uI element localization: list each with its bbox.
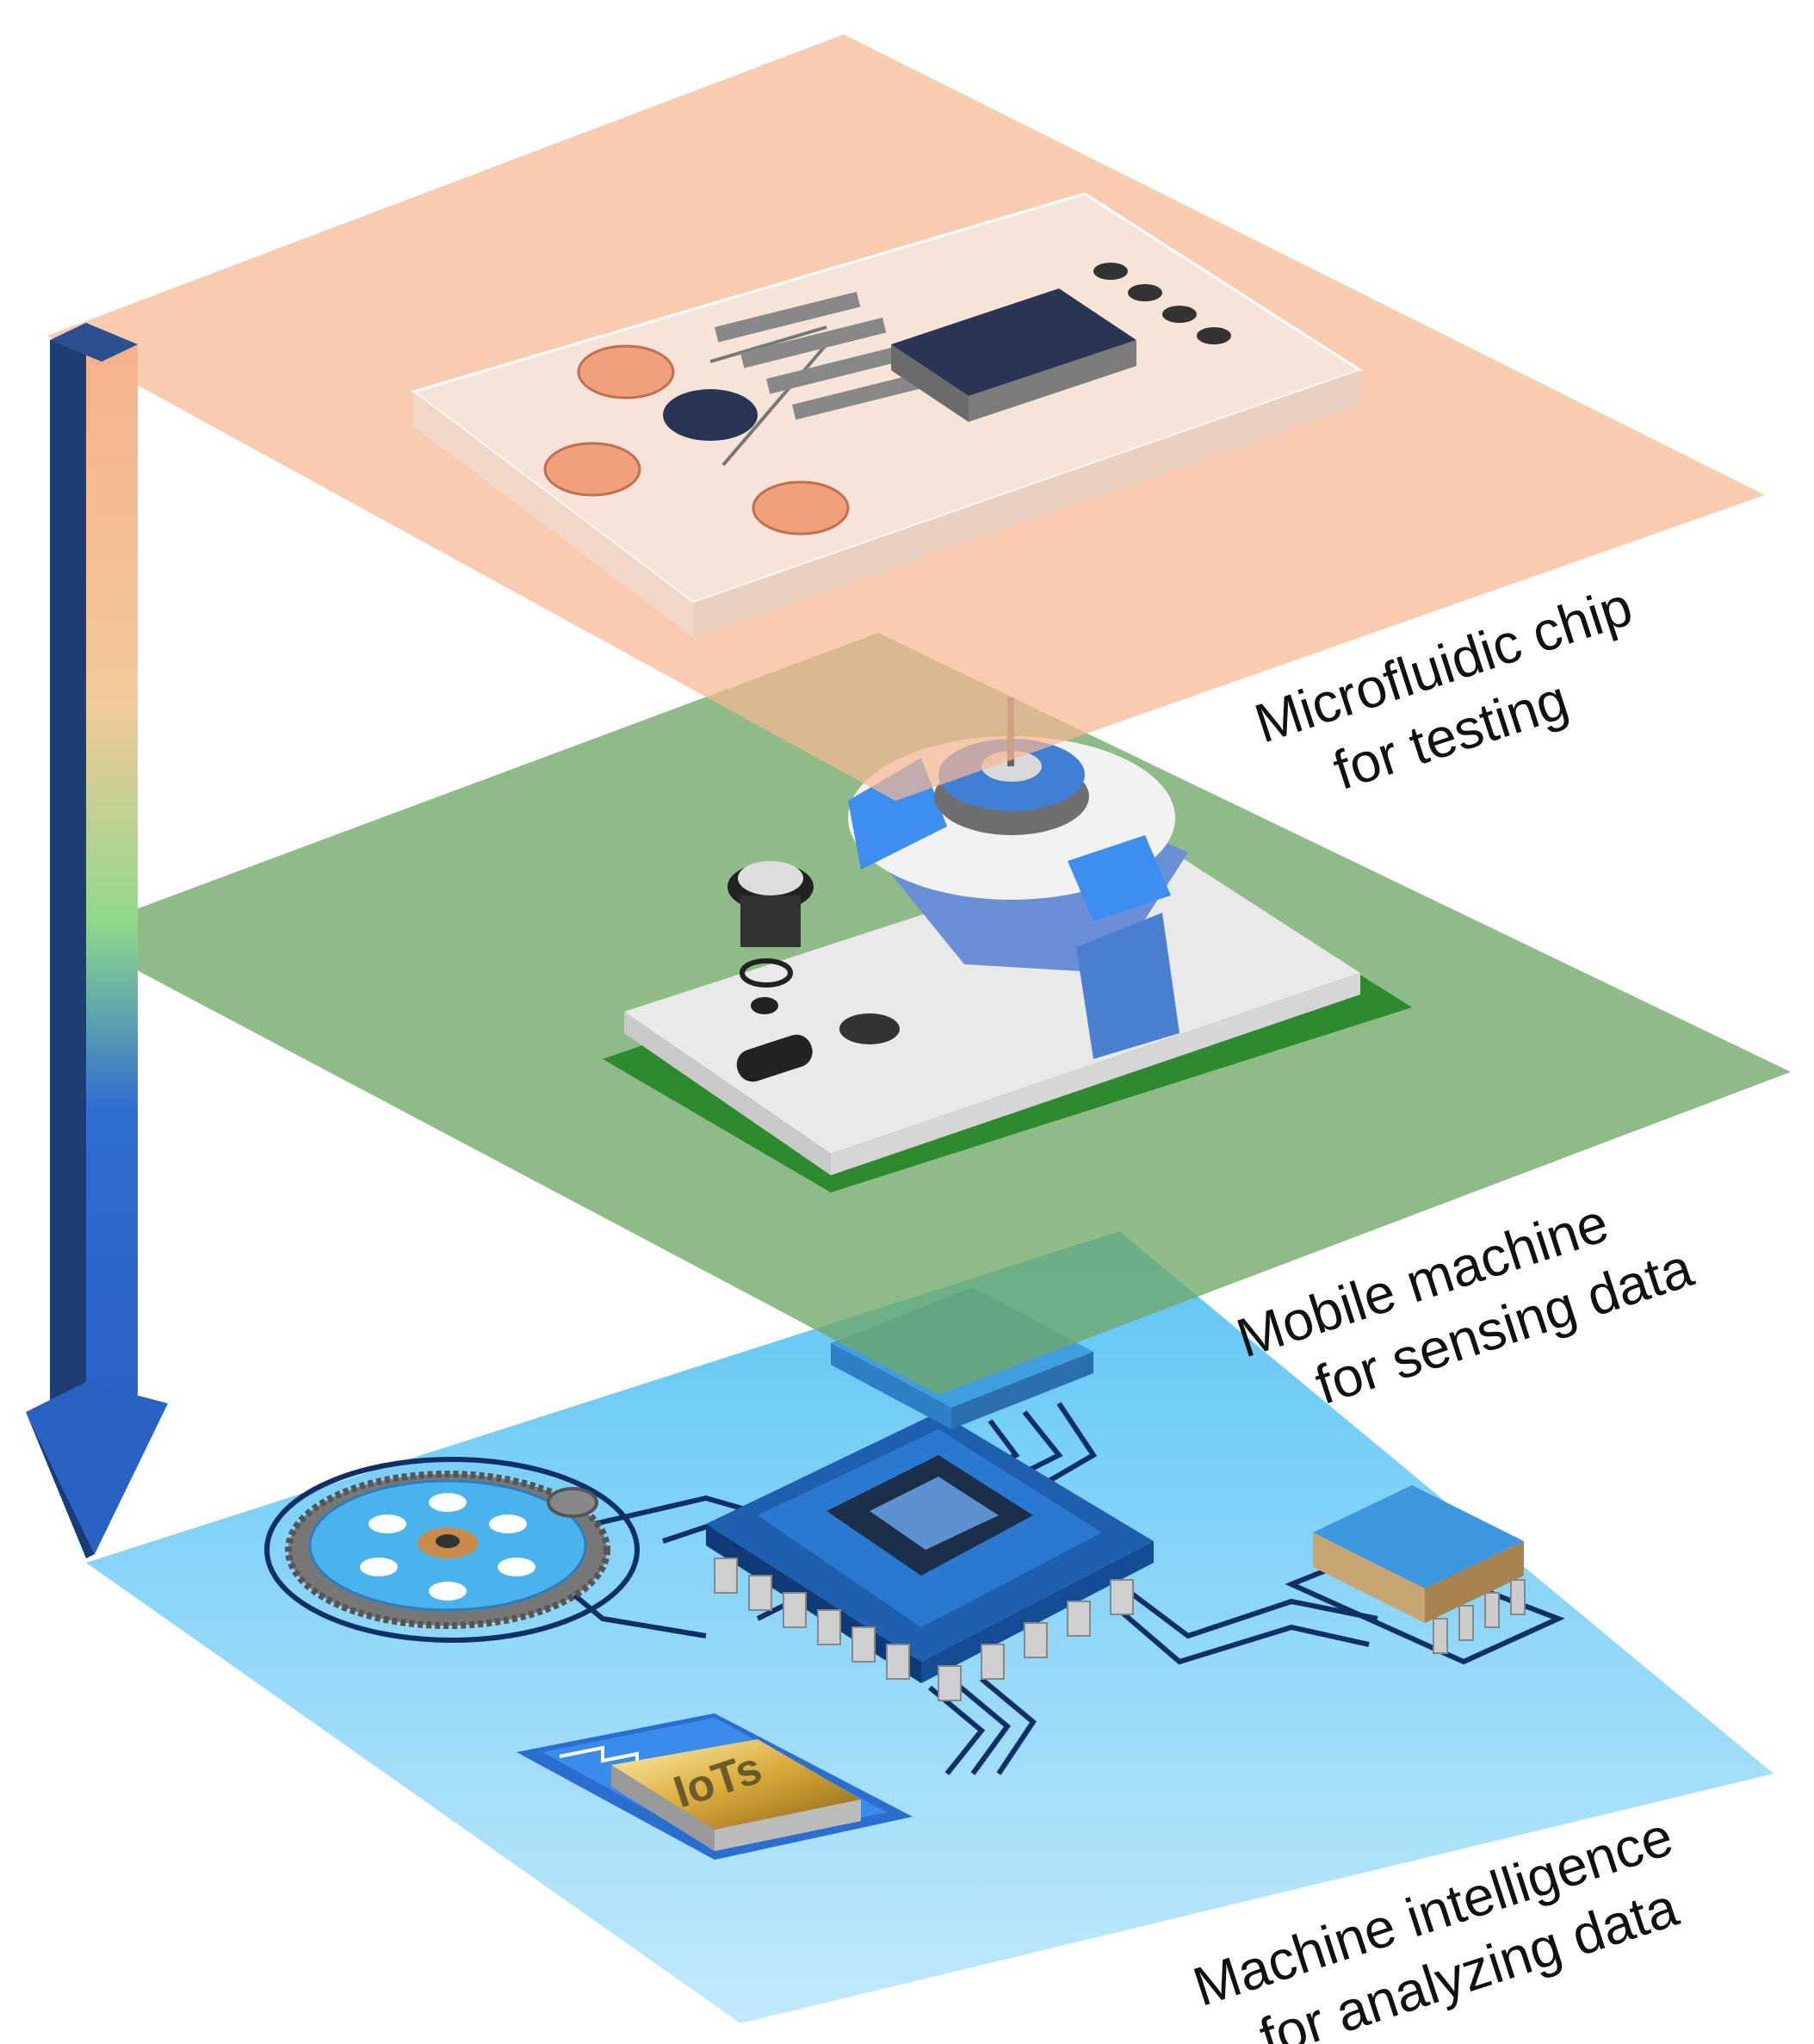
iot-module-icon: IoTs	[517, 1713, 913, 1860]
gear-icon	[264, 1457, 640, 1643]
workflow-down-arrow	[26, 323, 168, 1558]
smartphone-icon	[603, 839, 1412, 1192]
centrifuge-device-icon	[848, 697, 1188, 1059]
lens-icon	[727, 861, 814, 1014]
microfluidic-chip-icon	[410, 192, 1364, 637]
processor-chip-icon	[706, 1412, 1154, 1701]
soic-chip-icon	[1313, 1485, 1526, 1654]
